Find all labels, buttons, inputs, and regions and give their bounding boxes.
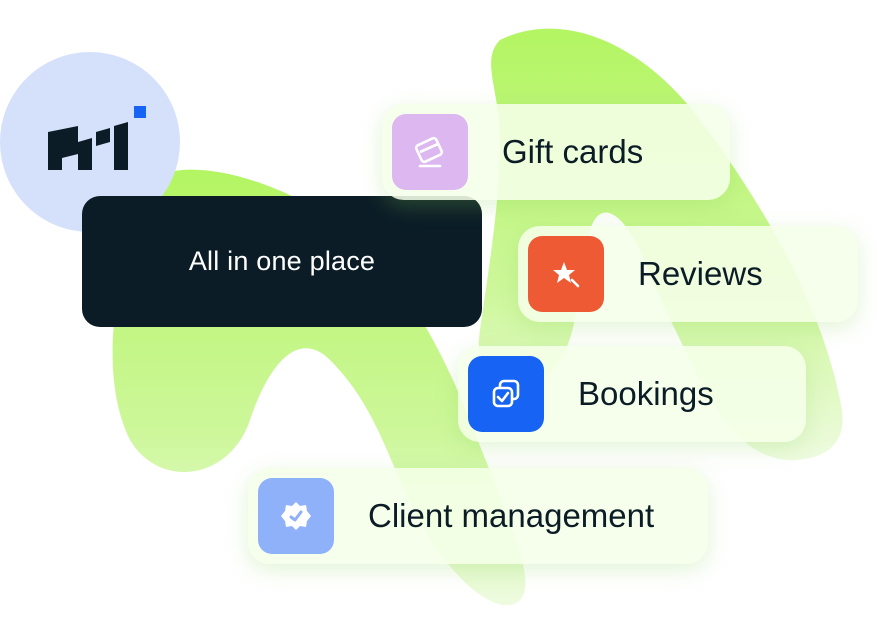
bookings-icon-tile: [468, 356, 544, 432]
feature-card-reviews: Reviews: [518, 226, 858, 322]
bookings-icon: [492, 379, 520, 408]
feature-label: Reviews: [638, 255, 763, 292]
headline-text: All in one place: [188, 246, 376, 276]
gift-card-icon: [414, 136, 444, 168]
badge-check-icon-tile: [258, 478, 334, 554]
feature-card-gift-cards: Gift cards: [382, 104, 730, 200]
feature-label: Gift cards: [502, 133, 644, 170]
headline-banner: All in one place: [82, 196, 482, 327]
feature-label: Bookings: [578, 375, 714, 412]
feature-card-bookings: Bookings: [458, 346, 806, 442]
badge-check-icon: [281, 502, 311, 530]
feature-card-client-management: Client management: [248, 468, 708, 564]
brand-logo-icon: [48, 106, 146, 170]
gift-card-icon-tile: [392, 114, 468, 190]
feature-label: Client management: [368, 497, 655, 534]
star-icon: [553, 262, 580, 288]
star-icon-tile: [528, 236, 604, 312]
